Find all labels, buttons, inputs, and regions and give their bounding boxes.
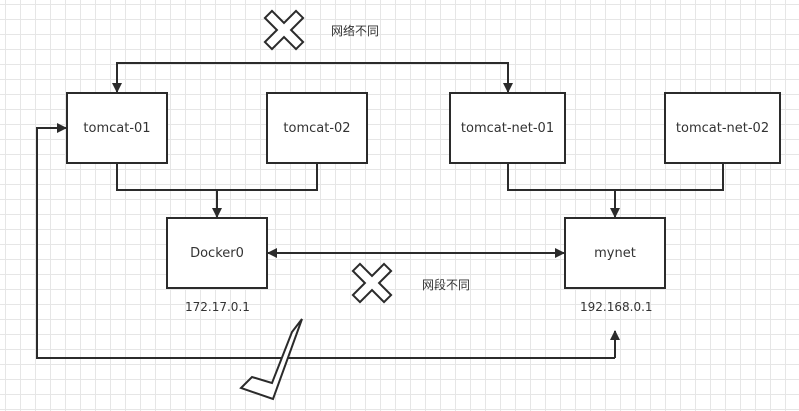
node-docker0[interactable]: Docker0 <box>166 217 268 289</box>
node-label: tomcat-02 <box>283 121 350 136</box>
node-mynet[interactable]: mynet <box>564 217 666 289</box>
node-tomcat-02[interactable]: tomcat-02 <box>266 92 368 164</box>
node-label: tomcat-net-02 <box>676 121 769 136</box>
node-label: Docker0 <box>190 246 244 261</box>
edge-tomcatnet01-tomcat01 <box>117 63 508 93</box>
segment-different-label: 网段不同 <box>422 276 470 293</box>
network-different-label: 网络不同 <box>331 22 379 39</box>
node-label: tomcat-net-01 <box>461 121 554 136</box>
node-tomcat-net-02[interactable]: tomcat-net-02 <box>664 92 781 164</box>
cross-icon <box>341 252 403 314</box>
node-tomcat-net-01[interactable]: tomcat-net-01 <box>449 92 566 164</box>
node-label: mynet <box>594 246 636 261</box>
edge-tomcats-docker0 <box>117 163 317 190</box>
node-label: tomcat-01 <box>83 121 150 136</box>
docker0-ip-label: 172.17.0.1 <box>185 300 250 314</box>
node-tomcat-01[interactable]: tomcat-01 <box>66 92 168 164</box>
mynet-ip-label: 192.168.0.1 <box>580 300 653 314</box>
edge-tomcatnets-mynet <box>508 163 723 190</box>
cross-icon <box>253 0 315 61</box>
